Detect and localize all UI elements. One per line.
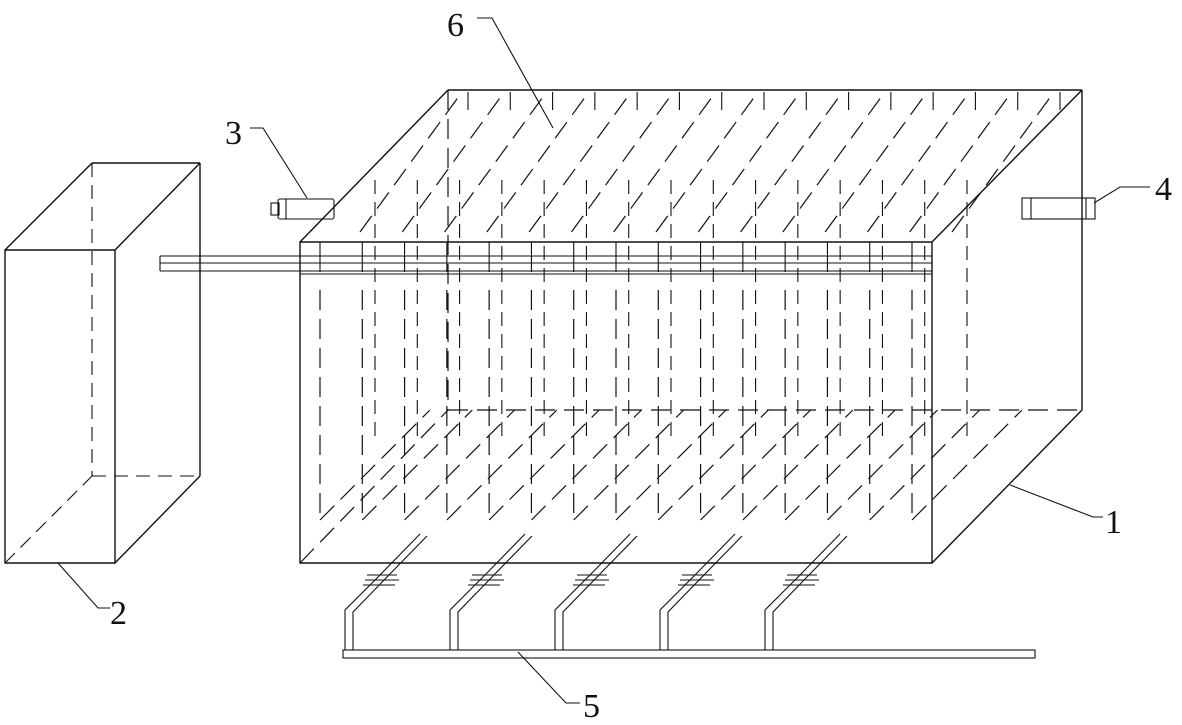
reservoir-box (4, 162, 201, 564)
plate-bottom-edge (361, 409, 473, 521)
nozzle-tube (554, 533, 631, 650)
plate-bottom-edge (319, 409, 431, 521)
leader-lines (57, 17, 1150, 704)
plate-bottom-edge (784, 409, 896, 521)
nozzle-assemblies (344, 533, 848, 650)
plate-bottom-edge (404, 409, 515, 521)
plate-bottom-edge (446, 409, 558, 521)
callout-3: 3 (225, 115, 242, 152)
nozzle-tube (352, 535, 428, 650)
electrode-plates (319, 91, 1061, 521)
bottom-manifold (342, 649, 1036, 659)
plate-bottom-edge (657, 409, 769, 521)
nozzle-tube (562, 535, 638, 650)
nozzle-tube (764, 533, 841, 650)
callout-6: 6 (447, 7, 464, 44)
callout-1: 1 (1105, 504, 1122, 541)
plate-bottom-edge (911, 409, 1023, 521)
plate-bottom-edge (700, 409, 811, 521)
nozzle-tube (667, 535, 743, 650)
callout-4: 4 (1155, 171, 1172, 208)
plate-bottom-edge (615, 409, 727, 521)
plate-bottom-edge (742, 409, 854, 521)
plate-bottom-edge (827, 409, 938, 521)
inlet-pipe (270, 198, 335, 220)
plate-bottom-edge (531, 409, 642, 521)
nozzle-tube (457, 535, 533, 650)
nozzle-tube (659, 533, 736, 650)
outlet-pipe (1021, 197, 1096, 220)
callout-2: 2 (110, 595, 127, 632)
callout-5: 5 (583, 688, 600, 725)
plate-bottom-edge (488, 409, 600, 521)
nozzle-tube (449, 533, 526, 650)
feed-rods (159, 255, 932, 272)
nozzle-tube (344, 533, 421, 650)
nozzle-tube (772, 535, 848, 650)
plate-bottom-edge (573, 409, 685, 521)
plate-bottom-edge (869, 409, 981, 521)
main-tank (299, 89, 1083, 564)
